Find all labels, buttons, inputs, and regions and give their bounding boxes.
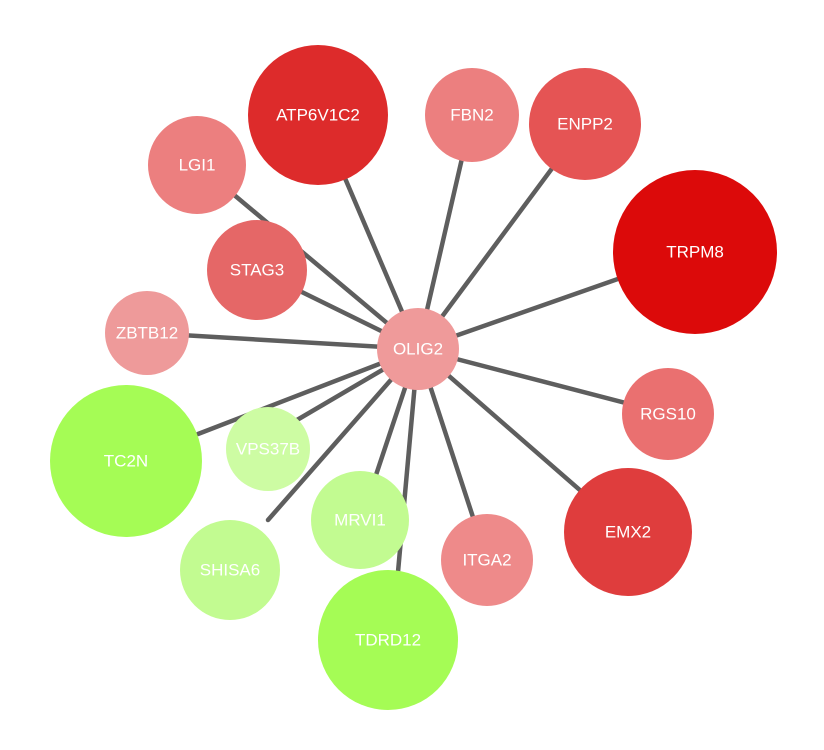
node-label: FBN2 [450, 106, 493, 125]
node-circle [180, 520, 280, 620]
node-label: OLIG2 [393, 340, 443, 359]
node-tdrd12[interactable]: TDRD12 [318, 570, 458, 710]
node-circle [529, 68, 641, 180]
node-fbn2[interactable]: FBN2 [425, 68, 519, 162]
node-label: TC2N [104, 452, 148, 471]
node-label: ATP6V1C2 [276, 106, 360, 125]
node-trpm8[interactable]: TRPM8 [613, 170, 777, 334]
node-label: RGS10 [640, 405, 696, 424]
node-olig2[interactable]: OLIG2 [377, 308, 459, 390]
node-circle [148, 116, 246, 214]
node-circle [622, 368, 714, 460]
node-emx2[interactable]: EMX2 [564, 468, 692, 596]
node-shisa6[interactable]: SHISA6 [180, 520, 280, 620]
node-circle [248, 45, 388, 185]
node-circle [226, 407, 310, 491]
node-mrvi1[interactable]: MRVI1 [311, 471, 409, 569]
node-label: EMX2 [605, 523, 651, 542]
node-label: VPS37B [236, 440, 300, 459]
node-label: ENPP2 [557, 115, 613, 134]
node-circle [105, 291, 189, 375]
node-label: MRVI1 [334, 511, 386, 530]
edge-olig2-zbtb12 [144, 330, 421, 352]
node-label: ZBTB12 [116, 324, 178, 343]
node-circle [207, 220, 307, 320]
node-circle [441, 514, 533, 606]
node-label: SHISA6 [200, 561, 260, 580]
node-label: TDRD12 [355, 631, 421, 650]
node-circle [425, 68, 519, 162]
node-itga2[interactable]: ITGA2 [441, 514, 533, 606]
node-circle [311, 471, 409, 569]
node-atp6v1c2[interactable]: ATP6V1C2 [248, 45, 388, 185]
node-enpp2[interactable]: ENPP2 [529, 68, 641, 180]
node-circle [564, 468, 692, 596]
node-label: TRPM8 [666, 243, 724, 262]
node-tc2n[interactable]: TC2N [50, 385, 202, 537]
node-label: LGI1 [179, 156, 216, 175]
node-label: STAG3 [230, 261, 284, 280]
node-stag3[interactable]: STAG3 [207, 220, 307, 320]
node-vps37b[interactable]: VPS37B [226, 407, 310, 491]
node-circle [613, 170, 777, 334]
node-lgi1[interactable]: LGI1 [148, 116, 246, 214]
node-circle [50, 385, 202, 537]
node-circle [377, 308, 459, 390]
node-circle [318, 570, 458, 710]
node-rgs10[interactable]: RGS10 [622, 368, 714, 460]
node-zbtb12[interactable]: ZBTB12 [105, 291, 189, 375]
node-label: ITGA2 [462, 551, 511, 570]
